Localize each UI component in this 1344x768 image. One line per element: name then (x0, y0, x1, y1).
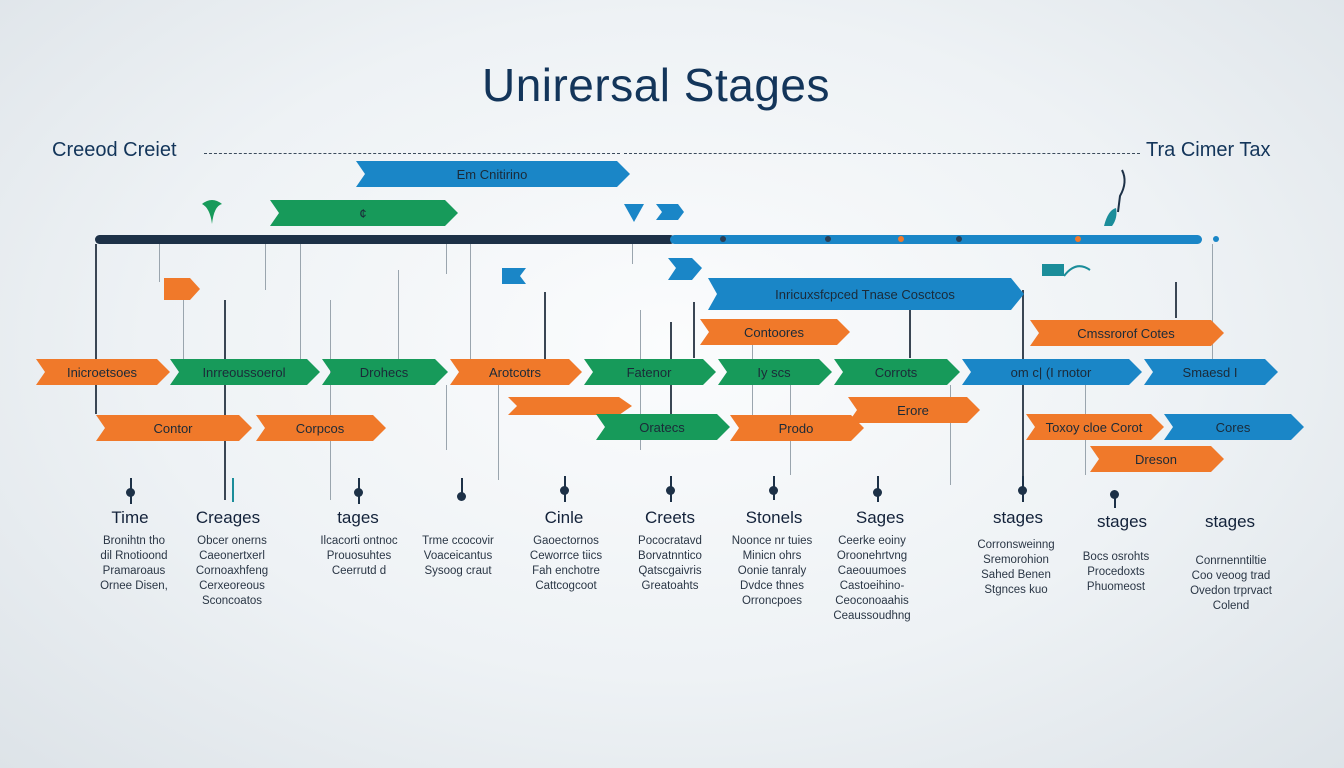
pennant-icon (164, 278, 200, 300)
stage-arrow: Inrreoussoerol (170, 359, 320, 385)
stage-pin-head (666, 486, 675, 495)
timeline-dot (956, 236, 962, 242)
stage-arrow: Inicroetsoes (36, 359, 170, 385)
stage-title: stages (992, 508, 1044, 527)
stage-arrow: Contor (96, 415, 252, 441)
timeline-dot (720, 236, 726, 242)
stage-arrow: Corpcos (256, 415, 386, 441)
stage-title: Creages (195, 508, 261, 527)
connector-line (446, 385, 447, 450)
timeline-dot (1213, 236, 1219, 242)
dashed-guide-line-right (624, 153, 1140, 154)
stage-description: Trme ccocovir Voaceicantus Sysoog craut (422, 535, 494, 577)
stage-arrow: Drohecs (322, 359, 448, 385)
stage-arrow: Corrots (834, 359, 960, 385)
connector-line (446, 244, 447, 274)
stage-arrow: Arotcotrs (450, 359, 582, 385)
connector-line (224, 300, 226, 500)
stage-title: stages (1204, 512, 1256, 531)
connector-line (544, 292, 546, 360)
stage-arrow: Oratecs (596, 414, 730, 440)
stage-title: tages (337, 508, 379, 527)
stage-title: Stonels (745, 508, 803, 527)
connector-line (265, 244, 266, 290)
stage-description: Ceerke eoiny Oroonehrtvng Caeouumoes Cas… (833, 535, 911, 622)
pennant-icon (668, 258, 702, 280)
left-timeline-label: Creeod Creiet (52, 139, 177, 161)
stage-description: Gaoectornos Ceworrce tiics Fah enchotre … (529, 535, 603, 592)
connector-line (159, 244, 160, 282)
connector-line (632, 244, 633, 264)
pennant-icon (502, 268, 526, 284)
stage-title: Sages (855, 508, 905, 527)
connector-line (300, 244, 301, 359)
connector-line (498, 385, 499, 480)
connector-line (470, 244, 471, 359)
connector-line (950, 385, 951, 485)
connector-line (95, 244, 97, 414)
stage-arrow: Dreson (1090, 446, 1224, 472)
stage-description: Bocs osrohts Procedoxts Phuomeost (1082, 551, 1150, 593)
stage-pin-head (560, 486, 569, 495)
stage-arrow: Iy scs (718, 359, 832, 385)
stage-arrow: Contoores (700, 319, 850, 345)
stage-description: Ilcacorti ontnoc Prouosuhtes Ceerrutd d (320, 535, 398, 577)
stage-pin-head (1110, 490, 1119, 499)
stage-arrow (508, 397, 632, 415)
stage-pin-head (873, 488, 882, 497)
right-timeline-label: Tra Cimer Tax (1146, 139, 1271, 161)
timeline-dot (825, 236, 831, 242)
timeline-bar-blue (670, 235, 1202, 244)
stage-pin-head (1018, 486, 1027, 495)
stage-pin-head (354, 488, 363, 497)
stage-pin-head (769, 486, 778, 495)
timeline-dot (898, 236, 904, 242)
stage-description: Pococratavd Borvatnntico Qatscgaivris Gr… (638, 535, 702, 592)
stage-arrow: Toxoy cloe Corot (1026, 414, 1164, 440)
stage-arrow: Cores (1164, 414, 1304, 440)
plant-sprout-icon (1104, 169, 1126, 226)
timeline-dot (1075, 236, 1081, 242)
flag-icon (624, 204, 684, 222)
stage-arrow: Em Cnitirino (356, 161, 630, 187)
stage-pin (461, 478, 463, 498)
stage-arrow: Erore (848, 397, 980, 423)
stage-pin (1114, 496, 1116, 508)
stage-title: Cinle (544, 508, 584, 527)
stage-arrow: Prodo (730, 415, 864, 441)
connector-line (1022, 290, 1024, 480)
stage-arrow: om c| (I rnotor (962, 359, 1142, 385)
connector-line (693, 302, 695, 358)
stage-description: Corronsweinng Sremorohion Sahed Benen St… (977, 539, 1055, 596)
stage-description: Noonce nr tuies Minicn ohrs Oonie tanral… (731, 535, 813, 607)
stage-pin (232, 478, 234, 502)
connector-line (398, 270, 399, 360)
connector-line (330, 300, 331, 500)
plant-sprout-icon (1042, 264, 1091, 277)
dashed-guide-line-left (204, 153, 620, 154)
connector-line (1175, 282, 1177, 318)
stage-arrow: Inricuxsfcpced Tnase Cosctcos (708, 278, 1024, 310)
stage-arrow: Cmssrorof Cotes (1030, 320, 1224, 346)
stage-arrow: ¢ (270, 200, 458, 226)
timeline-bar-dark (95, 235, 675, 244)
stage-title: stages (1096, 512, 1148, 531)
stage-description: Bronihtn tho dil Rnotioond Pramaroaus Or… (100, 535, 168, 592)
connector-line (909, 310, 911, 358)
stage-title: Time (111, 508, 149, 527)
stage-arrow: Smaesd I (1144, 359, 1278, 385)
stage-description: Conrnenntiltie Coo veoog trad Ovedon trp… (1190, 555, 1272, 612)
connector-line (1212, 244, 1213, 364)
leaf-icon (202, 200, 222, 224)
stage-description: Obcer onerns Caeonertxerl Cornoaxhfeng C… (195, 535, 269, 607)
stage-pin-head (457, 492, 466, 501)
stage-title: Creets (644, 508, 696, 527)
stage-pin-head (126, 488, 135, 497)
stage-arrow: Fatenor (584, 359, 716, 385)
diagram-title: Unirersal Stages (481, 59, 831, 111)
connector-line (183, 300, 184, 360)
